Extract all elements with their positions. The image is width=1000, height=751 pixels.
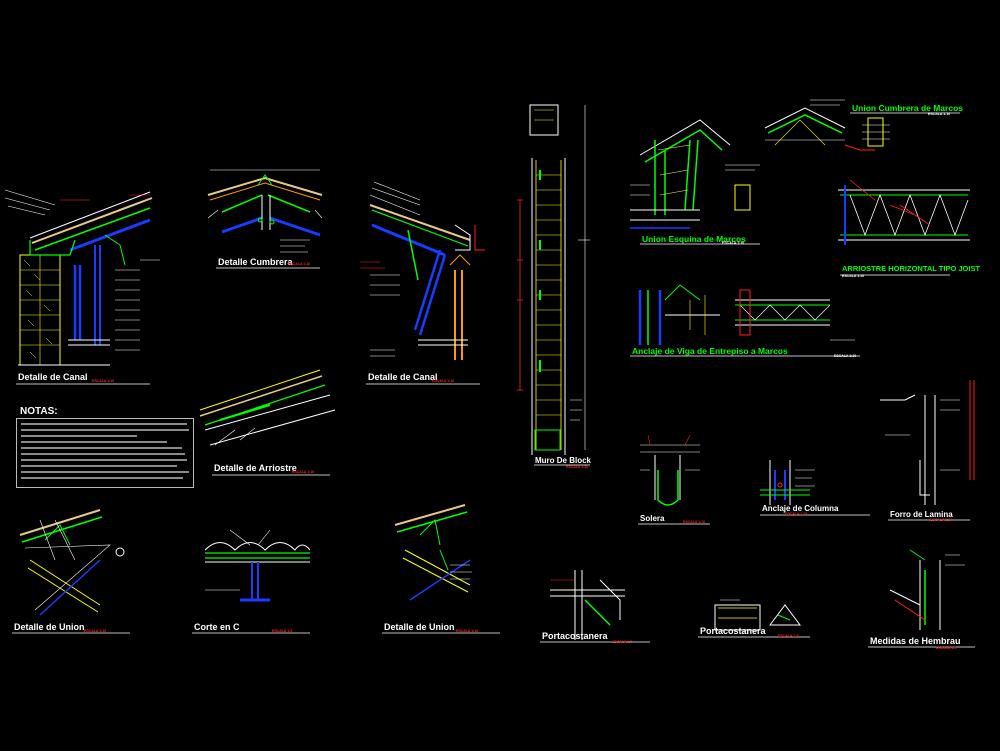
- detail-anclaje-viga-drawing: [638, 284, 855, 345]
- notes-heading: NOTAS:: [20, 406, 58, 417]
- title-portacostanera-2: Portacostanera: [700, 626, 766, 636]
- title-portacostanera-1: Portacostanera: [542, 631, 608, 641]
- detail-muro-block-drawing: [517, 104, 590, 455]
- notes-box: [16, 418, 194, 488]
- title-anclaje-viga: Anclaje de Viga de Entrepiso a Marcos: [632, 346, 788, 356]
- detail-union-1-drawing: [19, 509, 125, 616]
- scale-detalle-canal-2: ESCALA 1:10: [432, 379, 455, 383]
- detail-union-2-drawing: [394, 504, 472, 601]
- detail-portacostanera-2-drawing: [714, 599, 801, 631]
- detail-medidas-hembrau-drawing: [889, 549, 965, 630]
- title-detalle-arriostre: Detalle de Arriostre: [214, 463, 297, 473]
- scale-detalle-union-1: ESCALA 1:10: [84, 629, 107, 633]
- title-underlines: [12, 112, 975, 648]
- scale-detalle-canal-1: ESCALA 1:10: [92, 379, 115, 383]
- detail-corte-c-drawing: [204, 529, 311, 602]
- title-detalle-cumbrera: Detalle Cumbrera: [218, 257, 293, 267]
- title-detalle-canal-2: Detalle de Canal: [368, 372, 438, 382]
- title-detalle-canal-1: Detalle de Canal: [18, 372, 88, 382]
- title-detalle-union-1: Detalle de Union: [14, 622, 85, 632]
- title-corte-en-c: Corte en C: [194, 622, 240, 632]
- scale-union-cumbrera: ESCALA 1:10: [928, 112, 951, 116]
- scale-detalle-cumbrera: ESCALA 1:10: [288, 262, 311, 266]
- title-arriostre-joist: ARRIOSTRE HORIZONTAL TIPO JOIST: [842, 264, 981, 273]
- notes-text-lines: [21, 423, 189, 479]
- scale-detalle-union-2: ESCALA 1:10: [456, 629, 479, 633]
- detail-arriostre-drawing: [199, 369, 336, 446]
- title-solera: Solera: [640, 514, 665, 523]
- detail-canal-1-drawing: [4, 189, 160, 366]
- detail-union-cumbrera-drawing: [764, 99, 890, 151]
- scale-solera: ESCALA 1:10: [683, 520, 706, 524]
- detail-solera-drawing: [640, 434, 700, 506]
- title-union-cumbrera: Union Cumbrera de Marcos: [852, 103, 963, 113]
- scale-muro-block: ESCALA 1:20: [566, 465, 589, 469]
- title-union-esquina: Union Esquina de Marcos: [642, 234, 746, 244]
- scale-portacostanera-1: ESCALA 1:5: [612, 640, 633, 644]
- title-muro-block: Muro De Block: [535, 456, 592, 465]
- scale-anclaje-columna: ESCALA 1:10: [785, 512, 808, 516]
- detail-portacostanera-1-drawing: [550, 570, 625, 640]
- scale-detalle-arriostre: ESCALA 1:10: [292, 470, 315, 474]
- detail-cumbrera-drawing: [207, 169, 323, 253]
- detail-joist-drawing: [838, 179, 970, 245]
- scale-forro-lamina: ESCALA 1:10: [930, 518, 953, 522]
- detail-anclaje-columna-drawing: [760, 460, 815, 505]
- title-forro-lamina: Forro de Lamina: [890, 510, 953, 519]
- scale-portacostanera-2: ESCALA 1:5: [778, 634, 799, 638]
- title-detalle-union-2: Detalle de Union: [384, 622, 455, 632]
- detail-union-esquina-drawing: [630, 119, 760, 229]
- title-medidas-hembrau: Medidas de Hembrau: [870, 636, 961, 646]
- scale-anclaje-viga: ESCALA 1:10: [834, 354, 857, 358]
- scale-corte-en-c: ESCALA 1:5: [272, 629, 293, 633]
- scale-medidas-hembrau: ESCALA 1:5: [936, 646, 957, 650]
- scale-arriostre-joist: ESCALA 1:20: [842, 274, 865, 278]
- title-anclaje-columna: Anclaje de Columna: [762, 504, 839, 513]
- detail-forro-lamina-drawing: [880, 380, 975, 505]
- scale-union-esquina: ESCALA 1:10: [722, 241, 745, 245]
- detail-canal-2-drawing: [360, 181, 485, 360]
